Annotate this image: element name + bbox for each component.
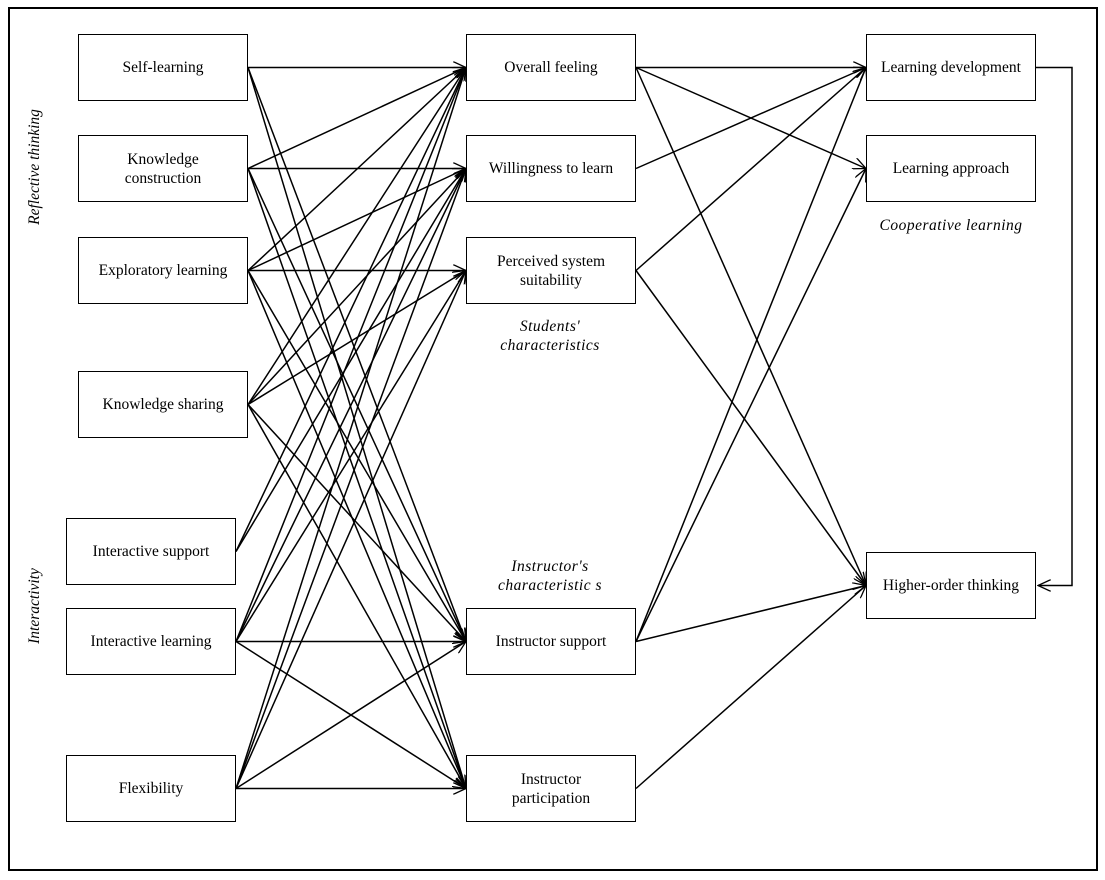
edge-knowledge_construction-to-overall_feeling [247,66,466,170]
node-learning-development: Learning development [866,34,1036,101]
node-label: Exploratory learning [98,262,228,279]
node-self-learning: Self-learning [78,34,248,101]
group-label-interactivity: Interactivity [26,568,43,644]
edge-interactive_learning-to-willingness_to_learn [235,169,466,642]
group-label-students-characteristics: Students' characteristics [500,318,600,354]
node-perceived-system-suitability: Perceived system suitability [466,237,636,304]
edge-flexibility-to-willingness_to_learn [235,169,466,789]
group-label-reflective-thinking: Reflective thinking [26,109,43,225]
edge-flexibility-to-perceived_system_suitability [235,271,466,789]
edge-knowledge_construction-to-instructor_participation [247,168,466,789]
node-instructor-support: Instructor support [466,608,636,675]
node-interactive-learning: Interactive learning [66,608,236,675]
edge-perceived_system_suitability-to-learning_development [635,68,866,272]
edge-instructor_support-to-learning_development [635,68,866,642]
node-label: Knowledge construction [124,150,202,187]
node-learning-approach: Learning approach [866,135,1036,202]
node-label: Learning approach [892,160,1010,177]
edge-interactive_support-to-willingness_to_learn [235,169,466,552]
edge-instructor_support-to-higher_order_thinking [635,586,866,643]
edge-knowledge_sharing-to-overall_feeling [247,68,466,405]
edge-knowledge_sharing-to-perceived_system_suitability [247,271,466,406]
node-overall-feeling: Overall feeling [466,34,636,101]
edge-instructor_support-to-learning_approach [635,169,866,642]
group-label-instructors-characteristics: Instructor's characteristic s [498,558,602,594]
node-label: Flexibility [118,780,184,797]
group-label-cooperative-learning: Cooperative learning [879,217,1023,234]
node-interactive-support: Interactive support [66,518,236,585]
edge-knowledge_sharing-to-instructor_participation [247,404,466,789]
node-label: Interactive support [92,543,210,560]
edge-perceived_system_suitability-to-higher_order_thinking [635,270,866,586]
node-instructor-participation: Instructor participation [466,755,636,822]
edge-willingness_to_learn-to-learning_development [635,68,866,170]
edge-knowledge_construction-to-instructor_support [247,168,467,642]
edge-flexibility-to-overall_feeling [235,68,466,789]
node-label: Higher-order thinking [882,577,1020,594]
edge-exploratory_learning-to-instructor_participation [247,270,466,789]
node-willingness-to-learn: Willingness to learn [466,135,636,202]
node-exploratory-learning: Exploratory learning [78,237,248,304]
edge-instructor_participation-to-higher_order_thinking [635,586,866,790]
node-knowledge-sharing: Knowledge sharing [78,371,248,438]
node-label: Willingness to learn [488,160,614,177]
node-label: Knowledge sharing [102,396,224,413]
node-knowledge-construction: Knowledge construction [78,135,248,202]
node-label: Instructor participation [511,770,591,807]
node-higher-order-thinking: Higher-order thinking [866,552,1036,619]
node-label: Self-learning [122,59,204,76]
node-label: Perceived system suitability [496,252,606,289]
edge-exploratory_learning-to-willingness_to_learn [247,167,466,272]
edge-self_learning-to-instructor_participation [247,67,466,789]
node-label: Instructor support [495,633,607,650]
node-label: Interactive learning [90,633,212,650]
diagram-frame [8,7,1098,871]
edge-knowledge_sharing-to-willingness_to_learn [247,169,466,406]
edge-exploratory_learning-to-overall_feeling [247,68,466,272]
edge-learning_development-to-higher_order_thinking [1036,66,1073,586]
edge-exploratory_learning-to-instructor_support [247,270,466,642]
edge-knowledge_sharing-to-instructor_support [247,403,466,642]
edge-interactive_support-to-overall_feeling [235,68,467,552]
edge-overall_feeling-to-higher_order_thinking [635,67,866,586]
edge-interactive_learning-to-overall_feeling [235,68,466,642]
edge-flexibility-to-instructor_support [235,642,466,790]
edge-self_learning-to-instructor_support [247,67,466,642]
edge-interactive_learning-to-perceived_system_suitability [235,271,466,642]
node-label: Overall feeling [504,59,598,76]
node-label: Learning development [881,59,1021,76]
node-flexibility: Flexibility [66,755,236,822]
